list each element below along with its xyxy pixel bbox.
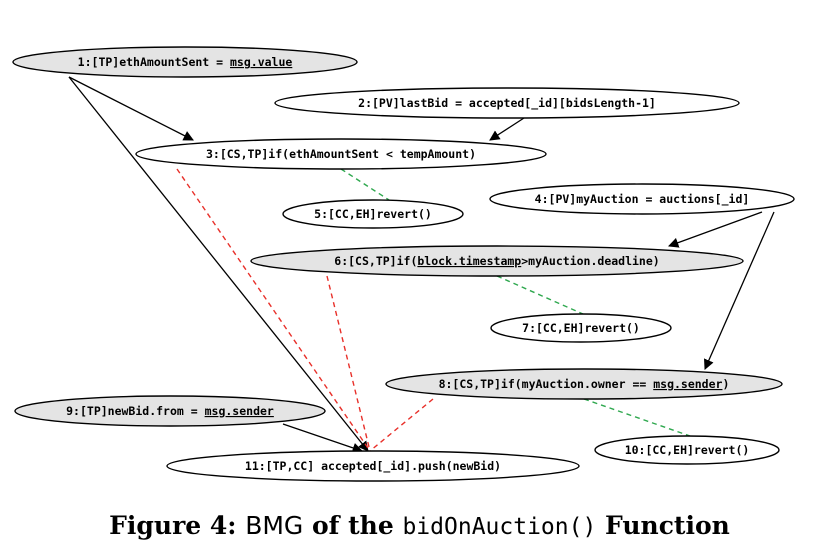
node-n3-label: 3:[CS,TP]if(ethAmountSent < tempAmount) [206,147,476,161]
node-n1: 1:[TP]ethAmountSent = msg.value [12,46,358,78]
edge-n9-n11 [282,423,363,453]
node-n11: 11:[TP,CC] accepted[_id].push(newBid) [166,450,580,482]
edge-n6-n7 [496,275,584,315]
node-n8: 8:[CS,TP]if(myAuction.owner == msg.sende… [385,368,783,400]
node-n6-label: 6:[CS,TP]if(block.timestamp>myAuction.de… [334,254,659,268]
nodes-layer: 1:[TP]ethAmountSent = msg.value 2:[PV]las… [12,46,795,482]
node-n9-segment-0: 9:[TP]newBid.from = [66,404,204,418]
caption-bmg: BMG [245,511,304,540]
node-n9: 9:[TP]newBid.from = msg.sender [14,395,326,427]
node-n2-label: 2:[PV]lastBid = accepted[_id][bidsLength… [358,96,656,111]
node-n1-ellipse [12,46,358,78]
node-n7-label: 7:[CC,EH]revert() [522,321,640,335]
edge-n3-n5 [340,168,390,201]
node-n10: 10:[CC,EH]revert() [594,435,780,465]
node-n11-segment-0: 11:[TP,CC] accepted[_id].push(newBid) [245,459,501,474]
node-n4-segment-0: 4:[PV]myAuction = auctions[_id] [535,192,750,207]
node-n3-segment-0: 3:[CS,TP]if(ethAmountSent < tempAmount) [206,147,476,161]
node-n5-ellipse [282,199,464,229]
node-n10-label: 10:[CC,EH]revert() [625,443,750,457]
behavior-model-graph: 1:[TP]ethAmountSent = msg.value 2:[PV]las… [12,46,795,482]
node-n7-ellipse [490,313,672,343]
node-n4-ellipse [489,183,795,215]
node-n6-segment-1: block.timestamp [417,254,521,268]
figure-caption: Figure 4: BMG of the bidOnAuction() Func… [0,511,839,541]
node-n5: 5:[CC,EH]revert() [282,199,464,229]
node-n9-segment-1: msg.sender [205,404,274,418]
node-n8-segment-0: 8:[CS,TP]if(myAuction.owner == [439,377,654,391]
node-n1-segment-0: 1:[TP]ethAmountSent = [78,55,230,69]
caption-function-word: Function [596,511,730,540]
node-n1-label: 1:[TP]ethAmountSent = msg.value [78,55,293,69]
edge-n1-n3 [68,76,194,141]
node-n5-label: 5:[CC,EH]revert() [314,207,432,221]
caption-of-the: of the [303,511,403,540]
edge-n4-n6 [668,211,763,248]
node-n10-ellipse [594,435,780,465]
caption-function-name: bidOnAuction() [402,514,597,540]
node-n8-label: 8:[CS,TP]if(myAuction.owner == msg.sende… [439,377,730,391]
node-n7: 7:[CC,EH]revert() [490,313,672,343]
node-n6: 6:[CS,TP]if(block.timestamp>myAuction.de… [250,245,744,277]
node-n8-segment-1: msg.sender [653,377,722,391]
node-n9-label: 9:[TP]newBid.from = msg.sender [66,404,274,418]
edge-n2-n3 [489,117,525,141]
edge-n8-n11 [369,398,434,452]
node-n3-ellipse [135,138,547,170]
edge-n6-n11 [326,275,371,452]
edge-n3-n11 [176,168,371,452]
node-n2: 2:[PV]lastBid = accepted[_id][bidsLength… [274,87,740,119]
node-n4-label: 4:[PV]myAuction = auctions[_id] [535,192,750,207]
node-n8-ellipse [385,368,783,400]
node-n1-segment-1: msg.value [230,55,292,69]
edges-layer [68,76,775,453]
edge-n4-n8 [704,211,775,370]
node-n5-segment-0: 5:[CC,EH]revert() [314,207,432,221]
edge-n8-n10 [583,398,691,437]
node-n7-segment-0: 7:[CC,EH]revert() [522,321,640,335]
edge-n1-n11 [68,76,369,452]
node-n4: 4:[PV]myAuction = auctions[_id] [489,183,795,215]
node-n11-ellipse [166,450,580,482]
caption-figure-label: Figure 4: [109,511,246,540]
node-n6-ellipse [250,245,744,277]
node-n11-label: 11:[TP,CC] accepted[_id].push(newBid) [245,459,501,474]
node-n3: 3:[CS,TP]if(ethAmountSent < tempAmount) [135,138,547,170]
node-n6-segment-0: 6:[CS,TP]if( [334,254,417,268]
node-n2-ellipse [274,87,740,119]
node-n10-segment-0: 10:[CC,EH]revert() [625,443,750,457]
node-n8-segment-2: ) [722,377,729,391]
node-n9-ellipse [14,395,326,427]
node-n2-segment-0: 2:[PV]lastBid = accepted[_id][bidsLength… [358,96,656,111]
node-n6-segment-2: >myAuction.deadline) [521,254,659,268]
